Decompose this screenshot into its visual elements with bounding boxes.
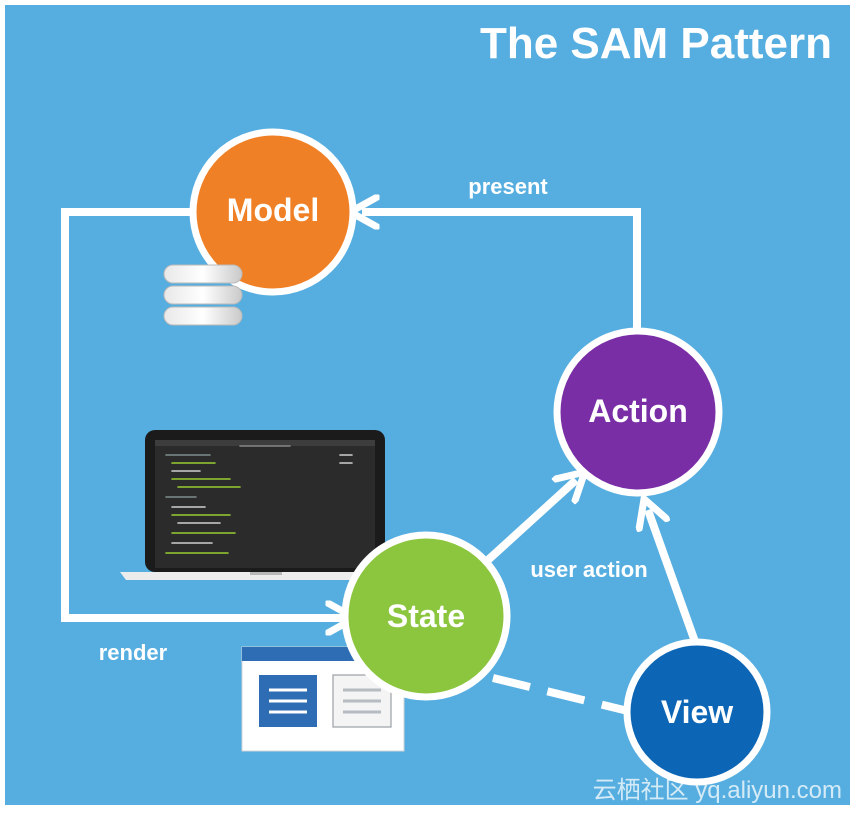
model-node: Model (189, 128, 357, 296)
view-label: View (661, 694, 733, 730)
state-node: State (341, 531, 511, 701)
render-arrow (61, 208, 343, 618)
user-action-label: user action (530, 557, 647, 582)
watermark-text: 云栖社区 yq.aliyun.com (593, 777, 842, 804)
state-to-action-arrow (485, 480, 576, 563)
state-view-dashed-link (492, 674, 633, 716)
present-arrow (362, 212, 641, 335)
database-icon (163, 264, 243, 326)
action-node: Action (553, 327, 723, 497)
render-label: render (99, 640, 168, 665)
state-label: State (387, 598, 465, 634)
model-label: Model (227, 192, 319, 228)
view-node: View (623, 638, 771, 786)
present-label: present (468, 174, 548, 199)
laptop-icon (120, 430, 412, 580)
diagram-title: The SAM Pattern (480, 19, 832, 68)
action-label: Action (588, 393, 688, 429)
user-action-arrow (648, 510, 702, 652)
